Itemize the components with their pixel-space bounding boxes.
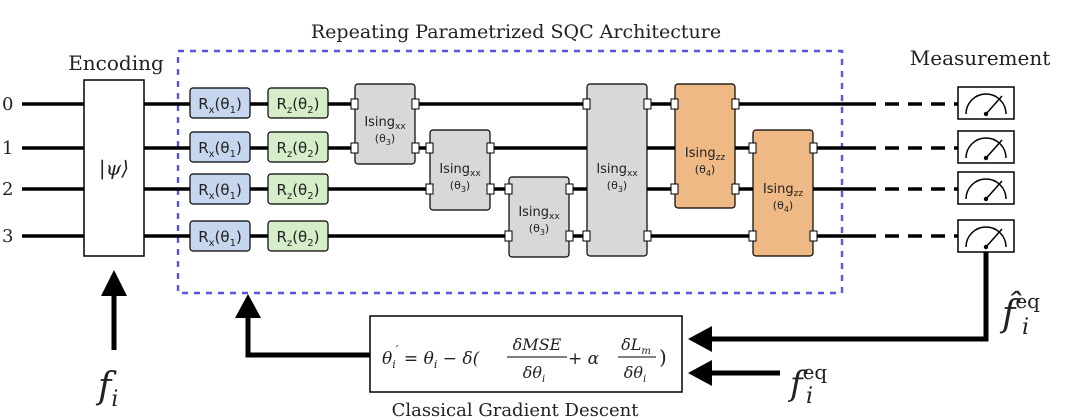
measurement-feedback-arrowhead [688,326,712,352]
rz-gate-label: Rz(θ2) [277,181,320,202]
repeating-architecture-box [176,49,844,295]
measurement-feedback-line [712,252,989,342]
isingxx-label: Isingxx [518,205,560,222]
encoding-state: |ψ⟩ [99,156,129,181]
isingxx-label: Isingxx [364,115,406,132]
optimizer-equation: θi′ = θi − δ( [382,343,480,371]
rx-gate: Rx(θ1) [189,220,251,252]
input-arrow [101,270,127,350]
isingxx-param: (θ3) [607,179,627,194]
rz-gate-label: Rz(θ2) [277,139,320,160]
qubit-label-0: 0 [2,94,13,115]
isingzz-param: (θ4) [773,199,793,214]
optimizer-feedback-line [245,318,370,358]
isingxx-label: Isingxx [439,162,481,179]
rz-gate-label: Rz(θ2) [277,228,320,249]
meter-icon [957,171,1015,205]
rx-gate: Rx(θ1) [189,131,251,163]
rz-gate: Rz(θ2) [267,173,329,205]
measurement-label: Measurement [910,46,1051,70]
rx-gate: Rx(θ1) [189,173,251,205]
optimizer-label: Classical Gradient Descent [392,400,640,420]
rx-gate: Rx(θ1) [189,87,251,119]
f-eq-arrowhead [688,360,712,386]
meter-icon [957,130,1015,164]
qubit-label-2: 2 [2,179,13,200]
isingxx-param: (θ3) [375,132,395,147]
rz-gate-label: Rz(θ2) [277,95,320,116]
meter-icon [957,86,1015,120]
qubit-wires-dashed [862,102,958,238]
fraction-2-denominator: δθi [624,363,646,385]
rz-gate: Rz(θ2) [267,220,329,252]
encoding-label: Encoding [68,51,164,75]
f-i-label: fi [95,366,118,412]
qubit-label-3: 3 [2,226,13,247]
rz-gate: Rz(θ2) [267,131,329,163]
isingzz-param: (θ4) [695,163,715,178]
fraction-1-denominator: δθi [523,363,545,385]
rx-gate-label: Rx(θ1) [198,139,242,160]
equation-plus-alpha: + α [568,349,600,369]
isingxx-gate-q1-q2: Isingxx (θ3) [425,129,495,211]
isingxx-param: (θ3) [450,179,470,194]
isingzz-label: Isingzz [763,182,803,199]
isingxx-gate-q0-q3: Isingxx (θ3) [582,83,652,257]
isingxx-label: Isingxx [596,162,638,179]
architecture-title: Repeating Parametrized SQC Architecture [311,21,721,43]
equation-close-paren: ) [659,345,667,369]
isingzz-label: Isingzz [685,146,725,163]
isingxx-param: (θ3) [529,222,549,237]
fraction-1-numerator: δMSE [513,335,562,354]
isingxx-gate-q0-q1: Isingxx (θ3) [350,83,420,165]
optimizer-feedback-arrowhead [235,294,261,318]
rx-gate-label: Rx(θ1) [198,228,242,249]
rx-gate-label: Rx(θ1) [198,181,242,202]
qubit-label-1: 1 [2,138,13,159]
encoding-box [83,79,145,257]
rz-gate: Rz(θ2) [267,87,329,119]
meter-icon [957,219,1015,253]
optimizer-box [369,315,683,393]
isingzz-gate-q0-q2: Isingzz (θ4) [670,83,740,209]
fraction-2-numerator: δLm [621,335,651,357]
rx-gate-label: Rx(θ1) [198,95,242,116]
isingxx-gate-q2-q3: Isingxx (θ3) [504,176,574,258]
isingzz-gate-q1-q3: Isingzz (θ4) [748,129,818,257]
